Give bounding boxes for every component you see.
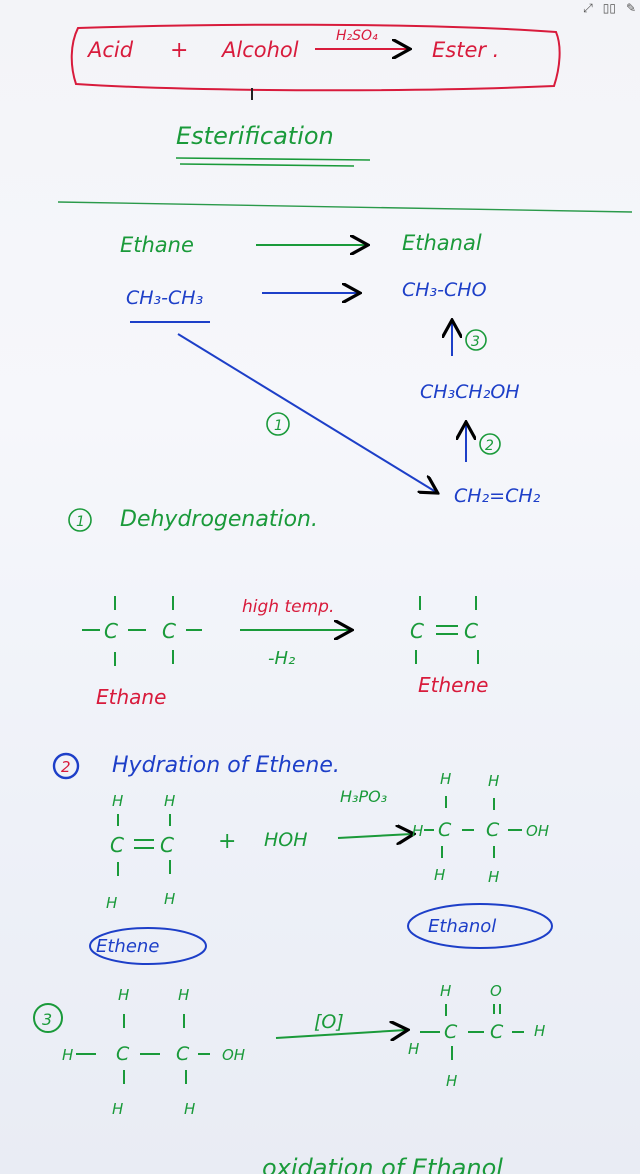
svg-text:H: H [488,868,499,886]
ethanol-structure: H H H C C OH H H [412,770,549,886]
ethanol-structure-3: H H H C C OH H H [62,986,245,1118]
pen-icon[interactable]: ✎ [625,1,636,15]
svg-text:H: H [440,982,451,1000]
ethane-name: Ethane [96,685,166,709]
header-equation: Acid + Alcohol H₂SO₄ Ester . [70,23,561,100]
svg-text:H: H [412,822,423,840]
plus-sign-2: + [218,829,236,854]
svg-text:O: O [490,982,502,1000]
ethanol-name-ring [407,903,553,949]
section3-number: 3 [42,1010,52,1029]
ethanol-formula: CH₃CH₂OH [420,381,520,403]
svg-text:H: H [112,1100,123,1118]
ethene-structure-2: H H C C H H [106,792,175,912]
oxidant-label: [O] [314,1011,344,1033]
section1-title: Dehydrogenation. [120,507,318,532]
svg-text:H: H [118,986,129,1004]
conversion-scheme: Ethane Ethanal CH₃-CH₃ CH₃-CHO 3 CH₃CH₂O… [120,231,541,507]
ethane-structure: C C [82,596,202,666]
h3po3-label: H₃PO₃ [340,787,387,806]
note-toolbar: ⤢ ▯▯ ✎ [583,0,640,16]
svg-text:H: H [184,1100,195,1118]
ester-label: Ester . [432,38,499,62]
svg-text:OH: OH [526,822,549,840]
section-hydration: 2 Hydration of Ethene. H H C C H H + HOH… [52,752,553,965]
step2-number: 2 [485,438,494,454]
svg-text:OH: OH [222,1046,245,1064]
svg-text:C: C [116,1043,130,1065]
svg-text:C: C [110,833,124,857]
acid-label: Acid [86,38,134,62]
section-dehydrogenation: 1 Dehydrogenation. C C high temp. -H₂ C … [68,507,488,709]
ethane-formula: CH₃-CH₃ [126,287,203,309]
svg-text:H: H [106,894,117,912]
section1-badge [68,508,92,532]
svg-text:H: H [534,1022,545,1040]
book-icon[interactable]: ▯▯ [602,1,616,15]
section2-number: 2 [61,758,71,776]
step1-number: 1 [274,418,283,434]
section1-number: 1 [76,514,85,530]
svg-text:C: C [464,619,478,643]
section-divider [57,201,633,213]
plus-sign: + [170,38,188,63]
ethene-name-2: Ethene [96,936,159,957]
step3-number: 3 [471,334,480,350]
ethene-name-ring [89,927,207,965]
condition-label: high temp. [242,597,334,617]
svg-text:C: C [486,819,500,841]
svg-text:C: C [410,619,424,643]
section-oxidation: 3 H H H C C OH H H [O] H O [33,982,545,1174]
step3-badge [465,329,487,351]
section2-title: Hydration of Ethene. [112,753,340,778]
loss-label: -H₂ [268,648,295,669]
topic-underline-2 [179,163,355,167]
alcohol-label: Alcohol [220,38,299,62]
ethane-word: Ethane [120,233,194,257]
ethene-structure-1: C C [410,596,479,664]
section2-badge [52,752,80,780]
svg-text:C: C [438,819,452,841]
catalyst-label: H₂SO₄ [336,28,378,44]
svg-text:C: C [444,1021,458,1043]
svg-text:C: C [104,619,118,643]
svg-text:H: H [178,986,189,1004]
svg-text:H: H [164,792,175,810]
ethanal-structure: H O H C C H H [408,982,545,1090]
svg-text:H: H [440,770,451,788]
step1-arrow [177,333,436,492]
svg-text:C: C [490,1021,504,1043]
expand-icon[interactable]: ⤢ [583,1,593,15]
topic-title: Esterification [175,122,371,167]
oxidation-arrow [275,1030,406,1038]
section3-badge [33,1003,63,1033]
svg-text:H: H [112,792,123,810]
svg-text:C: C [160,833,174,857]
ethanal-formula: CH₃-CHO [402,279,487,301]
ethanol-name: Ethanol [428,916,496,937]
hydration-arrow [337,834,412,838]
svg-text:H: H [434,866,445,884]
ethene-formula: CH₂=CH₂ [454,485,541,507]
ethene-name: Ethene [418,673,488,697]
svg-text:H: H [488,772,499,790]
svg-text:C: C [176,1043,190,1065]
water-label: HOH [264,829,308,851]
ethanal-word: Ethanal [402,231,482,255]
topic-underline [175,157,371,161]
svg-text:H: H [446,1072,457,1090]
svg-text:H: H [408,1040,419,1058]
header-box [70,23,561,92]
svg-text:C: C [162,619,176,643]
svg-text:H: H [164,890,175,908]
oxidation-caption: oxidation of Ethanol [262,1154,503,1174]
svg-text:H: H [62,1046,73,1064]
step2-badge [479,433,501,455]
step1-badge [266,412,290,436]
topic-label: Esterification [176,122,334,150]
